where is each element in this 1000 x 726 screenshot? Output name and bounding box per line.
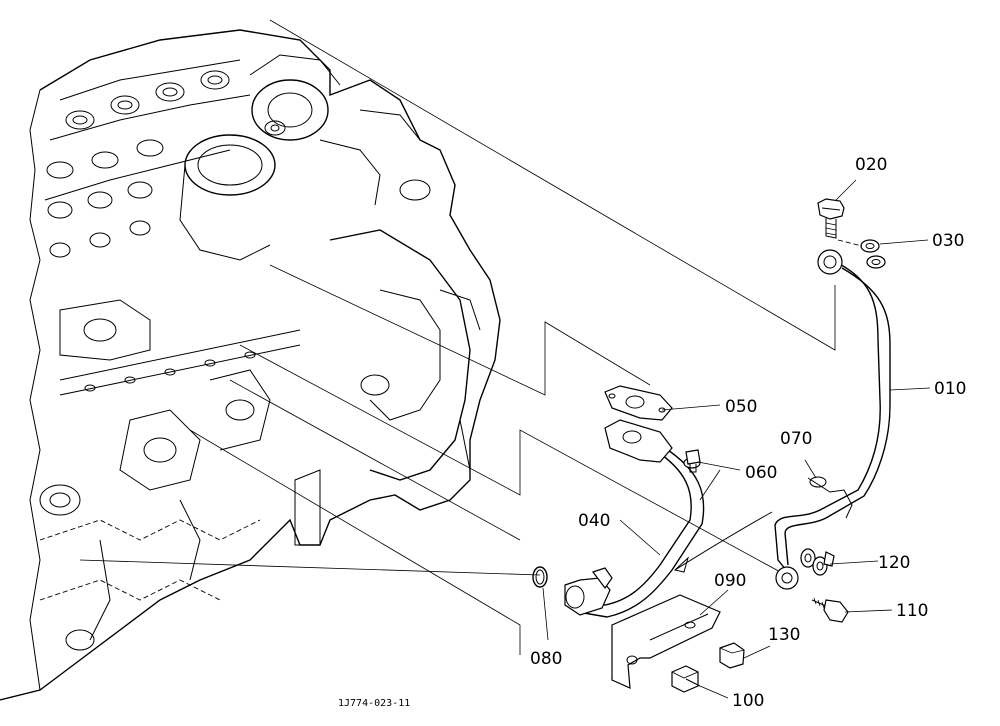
label-010: 010 bbox=[934, 379, 966, 399]
bolt-110 bbox=[811, 597, 849, 623]
label-030: 030 bbox=[932, 231, 964, 251]
label-060: 060 bbox=[745, 463, 777, 483]
gasket-washers-120 bbox=[800, 548, 835, 576]
callout-leaders bbox=[542, 179, 931, 699]
block-side-details bbox=[39, 299, 301, 651]
label-080: 080 bbox=[530, 649, 562, 669]
gear-case bbox=[294, 229, 481, 546]
bolt-130 bbox=[719, 642, 745, 669]
label-040: 040 bbox=[578, 511, 610, 531]
bracket-090 bbox=[611, 594, 721, 689]
assembly-reference-lines bbox=[79, 19, 836, 655]
o-ring-080 bbox=[532, 566, 548, 588]
label-050: 050 bbox=[725, 397, 757, 417]
turbocharger bbox=[179, 54, 431, 261]
bolt-100 bbox=[671, 665, 701, 693]
bolt-060 bbox=[683, 449, 701, 473]
label-090: 090 bbox=[714, 571, 746, 591]
banjo-bolt-020 bbox=[817, 198, 845, 239]
label-020: 020 bbox=[855, 155, 887, 175]
label-070: 070 bbox=[780, 429, 812, 449]
oil-feed-pipe bbox=[774, 249, 891, 590]
label-120: 120 bbox=[878, 553, 910, 573]
engine-block bbox=[0, 29, 501, 701]
gasket-050 bbox=[604, 385, 673, 421]
drawing-number: 1J774-023-11 bbox=[338, 698, 410, 709]
head-bosses bbox=[46, 70, 230, 258]
part-labels: 020 030 010 050 070 060 040 120 090 110 … bbox=[530, 155, 966, 711]
label-100: 100 bbox=[732, 691, 764, 711]
label-130: 130 bbox=[768, 625, 800, 645]
gasket-washers-030 bbox=[837, 239, 886, 269]
label-110: 110 bbox=[896, 601, 928, 621]
